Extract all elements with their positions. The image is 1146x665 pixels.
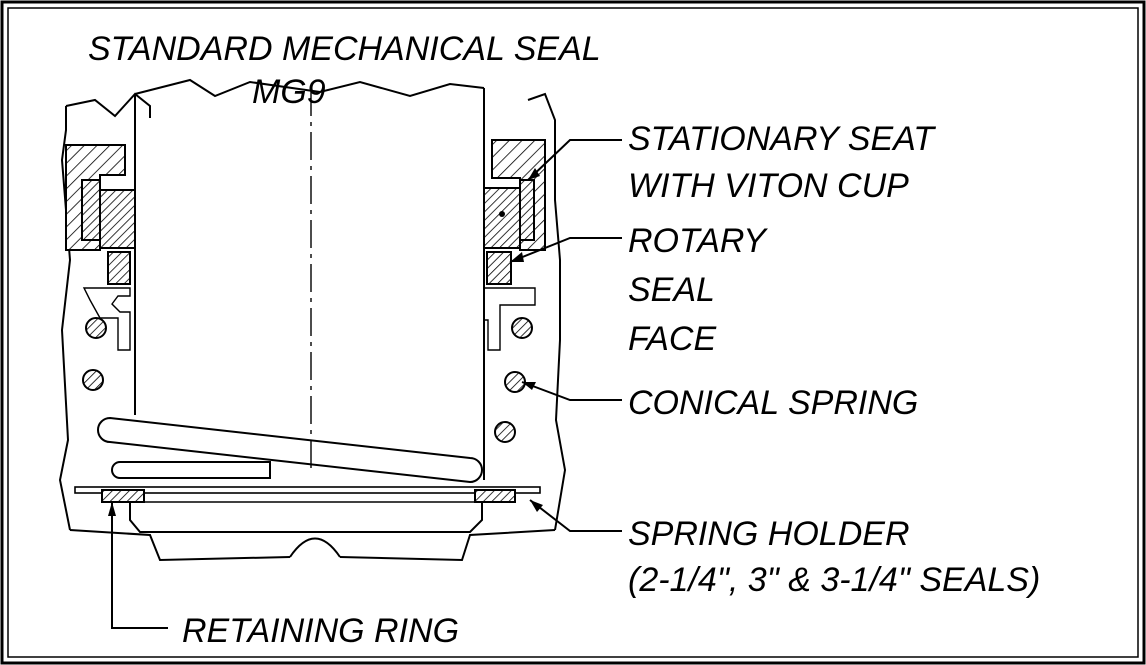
retaining-ring-label: RETAINING RING [182,612,459,650]
leader-lines [108,139,622,629]
spring-holder-label-1: SPRING HOLDER [628,515,910,553]
left-seal-stack [65,144,136,391]
rotary-face-label-1: ROTARY [628,222,768,260]
conical-spring-label: CONICAL SPRING [628,384,918,422]
right-seal-stack [483,139,546,443]
title-line1: STANDARD MECHANICAL SEAL [88,30,601,68]
spring-holder-label-2: (2-1/4", 3" & 3-1/4" SEALS) [628,561,1040,599]
housing-outline [58,92,567,562]
spring-holder [74,486,541,533]
conical-spring [97,416,483,484]
stationary-seat-label-1: STATIONARY SEAT [628,120,936,158]
shaft [134,78,485,480]
rotary-face-label-3: FACE [628,320,716,358]
labels: STANDARD MECHANICAL SEAL MG9 STATIONARY … [88,30,1040,650]
rotary-face-label-2: SEAL [628,271,715,309]
stationary-seat-label-2: WITH VITON CUP [628,167,909,205]
title-line2: MG9 [252,73,326,111]
